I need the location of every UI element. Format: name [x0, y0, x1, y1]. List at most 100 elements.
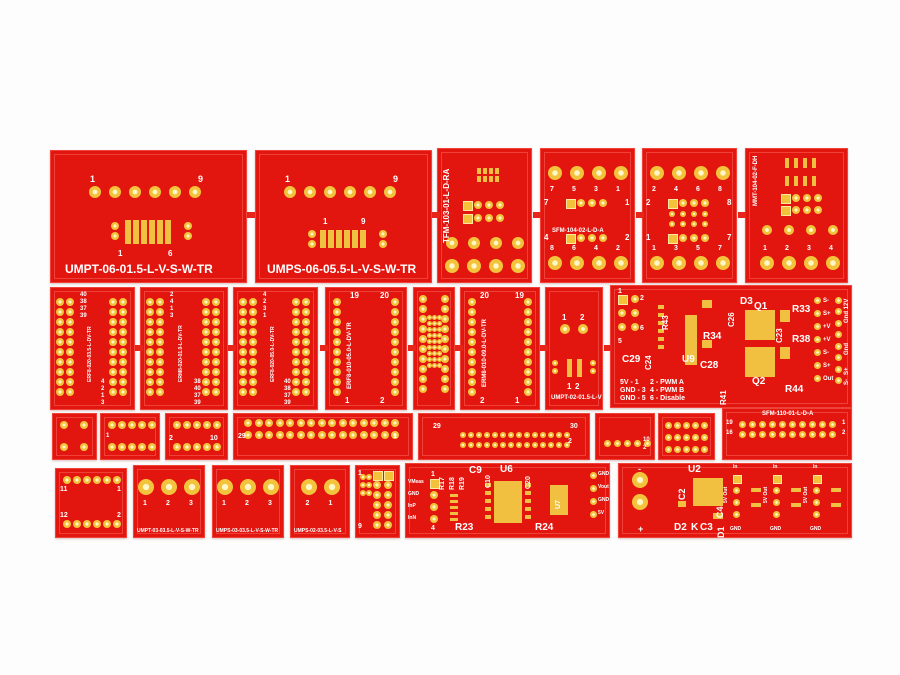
pad [239, 298, 247, 306]
smd-pad [702, 340, 712, 348]
board-small-b: 1 [100, 413, 160, 460]
pad [333, 328, 341, 336]
pad [672, 256, 686, 270]
silkscreen-label: 6 [168, 249, 173, 258]
pad [202, 328, 210, 336]
pad [540, 432, 546, 438]
pad [265, 431, 273, 439]
silkscreen-label: MMT-104-02-F-DH [753, 155, 759, 206]
pad [691, 433, 699, 441]
pad [618, 323, 626, 331]
breakaway-tab [540, 345, 548, 351]
pad [700, 445, 708, 453]
pad [333, 348, 341, 356]
pad [202, 308, 210, 316]
pad [468, 318, 476, 326]
silkscreen-label: 2 [785, 245, 789, 252]
pad [302, 318, 310, 326]
silkscreen-label: GND [408, 491, 420, 497]
pad [524, 348, 532, 356]
silkscreen-label: 2 [380, 396, 385, 405]
silkscreen-label: 39 [284, 400, 291, 406]
pad [333, 368, 341, 376]
smd-pad [141, 220, 147, 244]
silkscreen-label: 1 [323, 217, 328, 226]
silkscreen-label: 1 [101, 393, 105, 399]
pad [673, 433, 681, 441]
pad [834, 365, 842, 373]
pad [244, 419, 252, 427]
pad [203, 443, 211, 451]
smd-pad [812, 176, 816, 186]
pad [419, 385, 427, 393]
pad [768, 430, 776, 438]
pad [691, 445, 699, 453]
pad [419, 325, 427, 333]
pad [426, 314, 432, 320]
board-small-a [52, 413, 97, 460]
silkscreen-label: 5V Out [763, 486, 769, 503]
pad [552, 360, 558, 366]
pad [111, 232, 119, 240]
pad [496, 201, 504, 209]
pad [60, 443, 68, 451]
breakaway-tab [135, 345, 143, 351]
silkscreen-label: 2 [170, 292, 174, 298]
silkscreen-label: - [638, 464, 641, 474]
pad [391, 378, 399, 386]
pad [156, 368, 164, 376]
pad [436, 350, 442, 356]
pad [184, 232, 192, 240]
pad [119, 318, 127, 326]
pad [146, 338, 154, 346]
silkscreen-label: 4 [674, 186, 678, 193]
pad [834, 319, 842, 327]
pad [781, 194, 791, 204]
pad [193, 421, 201, 429]
pad [109, 318, 117, 326]
pad [577, 234, 585, 242]
pad [556, 442, 562, 448]
pad [304, 186, 316, 198]
silkscreen-label: 40 [80, 292, 87, 298]
pad [366, 474, 372, 480]
pad [66, 368, 74, 376]
pad [419, 335, 427, 343]
pad [691, 221, 697, 227]
pad [778, 420, 786, 428]
pad [109, 388, 117, 396]
pad [732, 510, 740, 518]
pad [792, 206, 800, 214]
pad [146, 368, 154, 376]
pad [613, 439, 621, 447]
smd-pad [803, 158, 807, 168]
pad [772, 498, 780, 506]
silkscreen-label: 3 [189, 500, 193, 507]
breakaway-tab [320, 345, 328, 351]
pad [146, 318, 154, 326]
pad [468, 298, 476, 306]
pad [366, 482, 372, 488]
silkscreen-label: 37 [80, 306, 87, 312]
pad [430, 515, 438, 523]
smd-pad [485, 507, 491, 511]
pad [391, 338, 399, 346]
silkscreen-label: + [638, 524, 644, 534]
pad [691, 421, 699, 429]
pad [217, 479, 233, 495]
pad [129, 186, 141, 198]
pad [492, 442, 498, 448]
pad [760, 256, 774, 270]
silkscreen-label: R17 [439, 477, 446, 490]
pad [302, 378, 310, 386]
pad [679, 234, 687, 242]
pad [500, 432, 506, 438]
pad [275, 419, 284, 427]
pad [80, 443, 88, 451]
pad [212, 378, 220, 386]
